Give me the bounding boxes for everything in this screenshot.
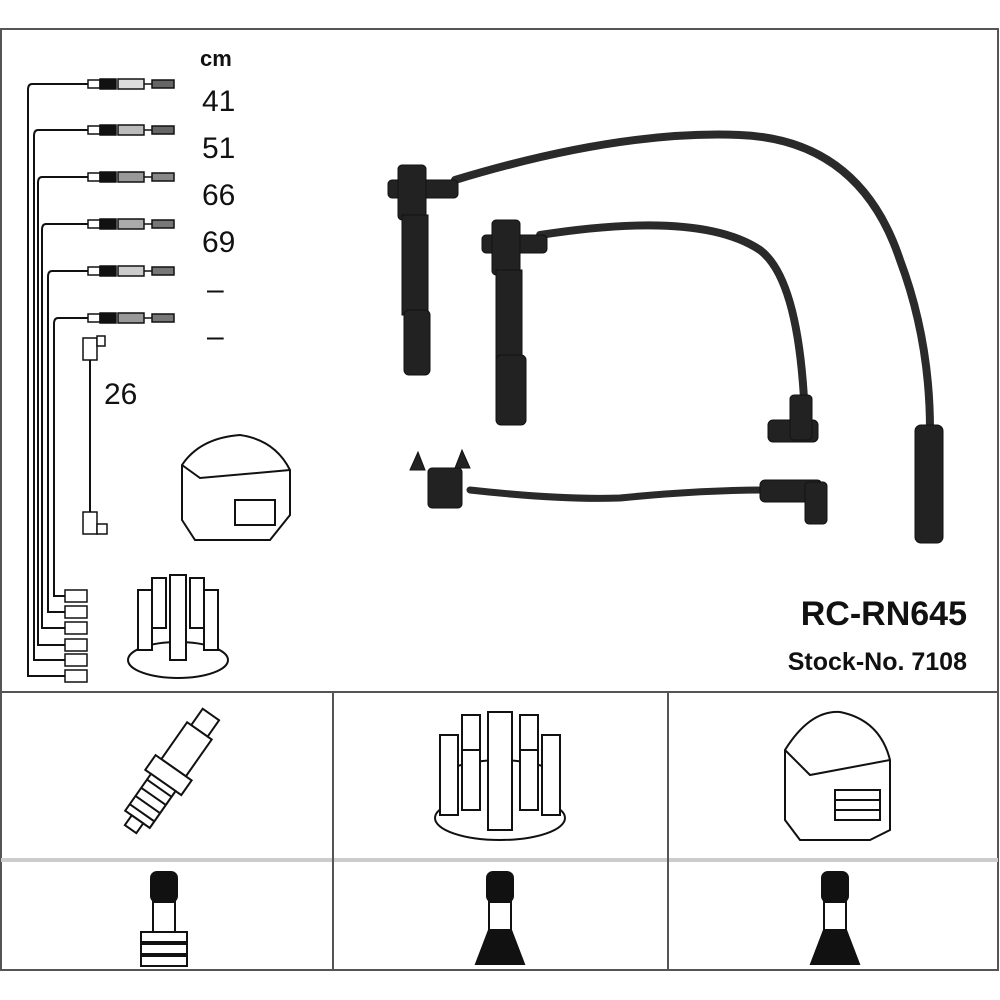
- length-label-1: 41: [202, 85, 235, 118]
- diagram-frame: [0, 28, 999, 971]
- ignition-cables-photo: [451, 130, 934, 502]
- connector-row-5: [87, 265, 175, 277]
- spark-plug-boot-icon: [140, 871, 188, 967]
- coil-boot-icon: [809, 871, 861, 965]
- connector-row-6: [87, 312, 175, 324]
- cable-boots: [387, 164, 944, 544]
- connector-row-3: [87, 171, 175, 183]
- stock-number: Stock-No. 7108: [788, 648, 967, 676]
- connector-row-2: [87, 124, 175, 136]
- length-label-6: –: [207, 320, 224, 353]
- coil-cable-length-label: 26: [104, 378, 137, 411]
- cable-connectors: [64, 78, 175, 683]
- length-label-3: 66: [202, 179, 235, 212]
- length-label-4: 69: [202, 226, 235, 259]
- connector-row-1: [87, 78, 175, 90]
- coil-cable-ends: [82, 335, 108, 535]
- length-label-2: 51: [202, 132, 235, 165]
- length-label-5: –: [207, 273, 224, 306]
- connector-row-4: [87, 218, 175, 230]
- unit-label: cm: [200, 46, 232, 71]
- distributor-cap-icon-small: [127, 574, 229, 679]
- ignition-coil-icon-small: [181, 433, 291, 541]
- cable-schematic: [27, 83, 91, 677]
- cable-length-labels: 41 51 66 69 – – 26: [104, 85, 235, 411]
- distributor-boot-icon: [474, 871, 526, 965]
- cap-terminals: [64, 589, 88, 683]
- model-number: RC-RN645: [801, 595, 967, 633]
- ignition-coil-icon: [784, 710, 891, 841]
- distributor-cap-icon: [434, 711, 566, 841]
- spark-plug-icon: [123, 707, 221, 835]
